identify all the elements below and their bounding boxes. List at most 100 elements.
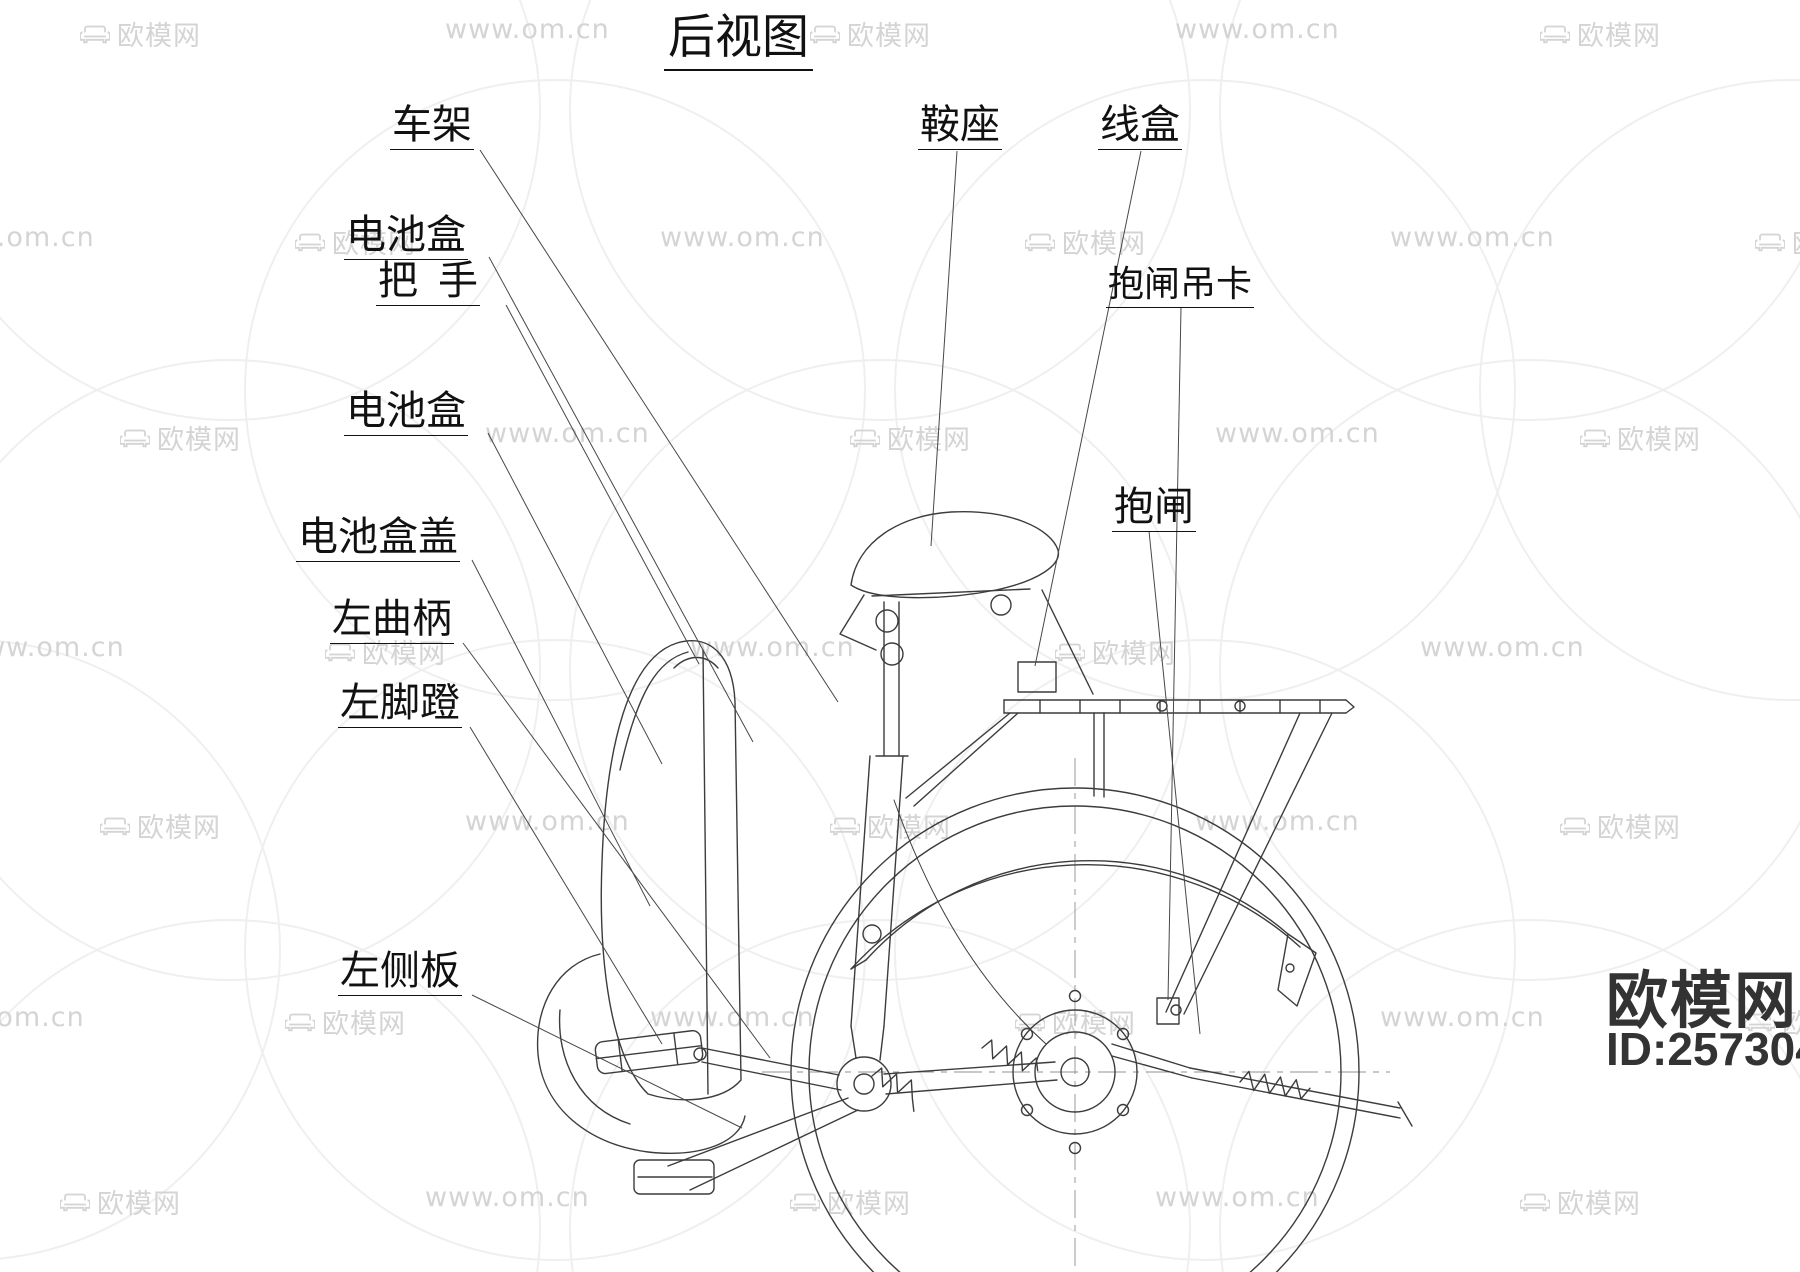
kickstand [633,1097,859,1195]
watermark-url: www.om.cn [1390,222,1555,253]
watermark-logo-text: 欧模网 [332,229,416,260]
watermark-logo: 欧模网 [1540,14,1661,53]
watermark-logo-text: 欧模网 [887,425,971,456]
watermark-logo-text: 欧模网 [1062,229,1146,260]
page-title: 后视图 [664,13,813,72]
watermark-logo: 欧模网 [1755,222,1800,261]
watermark-logo: 欧模网 [285,1002,406,1041]
sofa-icon [1560,817,1590,835]
leader-lines [462,149,1201,1129]
sofa-icon [80,25,110,43]
watermark-logo: 欧模网 [1580,418,1701,457]
sofa-icon [1755,233,1785,251]
watermark-logo: 欧模网 [295,222,416,261]
watermark-url: www.om.cn [0,1002,85,1033]
watermark-logo-text: 欧模网 [97,1189,181,1220]
watermark-logo-text: 欧模网 [1782,1009,1800,1040]
sofa-icon [790,1193,820,1211]
crank-pedal [594,1029,892,1112]
watermark-url: www.om.cn [485,418,650,449]
watermark-logo: 欧模网 [1015,1002,1136,1041]
watermark-logo-text: 欧模网 [1557,1189,1641,1220]
watermark-logo: 欧模网 [1745,1002,1800,1041]
watermark-url: www.om.cn [660,222,825,253]
watermark-logo-text: 欧模网 [362,639,446,670]
watermark-logo: 欧模网 [120,418,241,457]
label-wire-box: 线盒 [1098,104,1182,150]
rear-wheel [790,787,1360,1272]
watermark-logo: 欧模网 [1560,806,1681,845]
watermark-logo-text: 欧模网 [1597,813,1681,844]
label-saddle: 鞍座 [918,104,1002,150]
watermark-logo: 欧模网 [325,632,446,671]
wire-box-part [1017,661,1057,693]
watermark-logo-text: 欧模网 [847,21,931,52]
sofa-icon [1015,1013,1045,1031]
sofa-icon [1055,643,1085,661]
sofa-icon [285,1013,315,1031]
watermark-url: www.om.cn [445,14,610,45]
watermark-logo-text: 欧模网 [1617,425,1701,456]
label-left-side-panel: 左侧板 [338,950,462,996]
watermark-logo-text: 欧模网 [137,813,221,844]
watermark-logo: 欧模网 [790,1182,911,1221]
watermark-url: www.om.cn [0,222,95,253]
label-left-crank: 左曲柄 [330,598,454,644]
watermark-logo: 欧模网 [60,1182,181,1221]
brand-logo: 欧模网 [1606,967,1799,1036]
watermark-logo: 欧模网 [80,14,201,53]
label-left-pedal: 左脚蹬 [338,682,462,728]
band-brake-assembly [871,799,1413,1127]
watermark-logo-text: 欧模网 [1792,222,1800,261]
sofa-icon [850,429,880,447]
frame-tubes [850,589,1094,1095]
watermark-url: www.om.cn [0,632,125,663]
watermark-logo: 欧模网 [810,14,931,53]
brand-id: ID:2573040 [1606,1023,1800,1075]
watermark-logo: 欧模网 [1520,1182,1641,1221]
sofa-icon [325,643,355,661]
sofa-icon [1745,1013,1775,1031]
watermark-logo: 欧模网 [100,806,221,845]
label-band-brake-hanger: 抱闸吊卡 [1106,265,1255,308]
sofa-icon [1540,25,1570,43]
watermark-logo-text: 欧模网 [827,1189,911,1220]
watermark-url: www.om.cn [1215,418,1380,449]
watermark-url: www.om.cn [1155,1182,1320,1213]
sofa-icon [60,1193,90,1211]
sofa-icon [810,25,840,43]
saddle-part [839,511,1060,651]
watermark-url: www.om.cn [1380,1002,1545,1033]
label-battery-box-upper: 电池盒 [344,214,468,260]
sofa-icon [100,817,130,835]
label-frame: 车架 [390,104,474,150]
watermark-logo: 欧模网 [1025,222,1146,261]
label-handle: 把 手 [376,260,480,306]
watermark-url: www.om.cn [690,632,855,663]
fender [850,859,1317,1007]
battery-body [600,640,742,1101]
watermark-url: www.om.cn [1195,806,1360,837]
label-battery-box: 电池盒 [344,390,468,436]
sofa-icon [120,429,150,447]
label-battery-box-cover: 电池盒盖 [296,516,460,562]
side-panel [536,953,746,1154]
center-lines [762,758,1390,1272]
sofa-icon [1520,1193,1550,1211]
watermark-logo: 欧模网 [850,418,971,457]
sofa-icon [295,233,325,251]
watermark-logo-text: 欧模网 [1577,21,1661,52]
watermark-logo-text: 欧模网 [117,21,201,52]
watermark-logo-text: 欧模网 [322,1009,406,1040]
watermark-url: www.om.cn [1420,632,1585,663]
sofa-icon [1025,233,1055,251]
watermark-logo-text: 欧模网 [157,425,241,456]
watermark-url: www.om.cn [425,1182,590,1213]
sofa-icon [1580,429,1610,447]
label-band-brake: 抱闸 [1112,486,1196,532]
watermark-logo-text: 欧模网 [1052,1009,1136,1040]
rear-rack [905,699,1355,1015]
